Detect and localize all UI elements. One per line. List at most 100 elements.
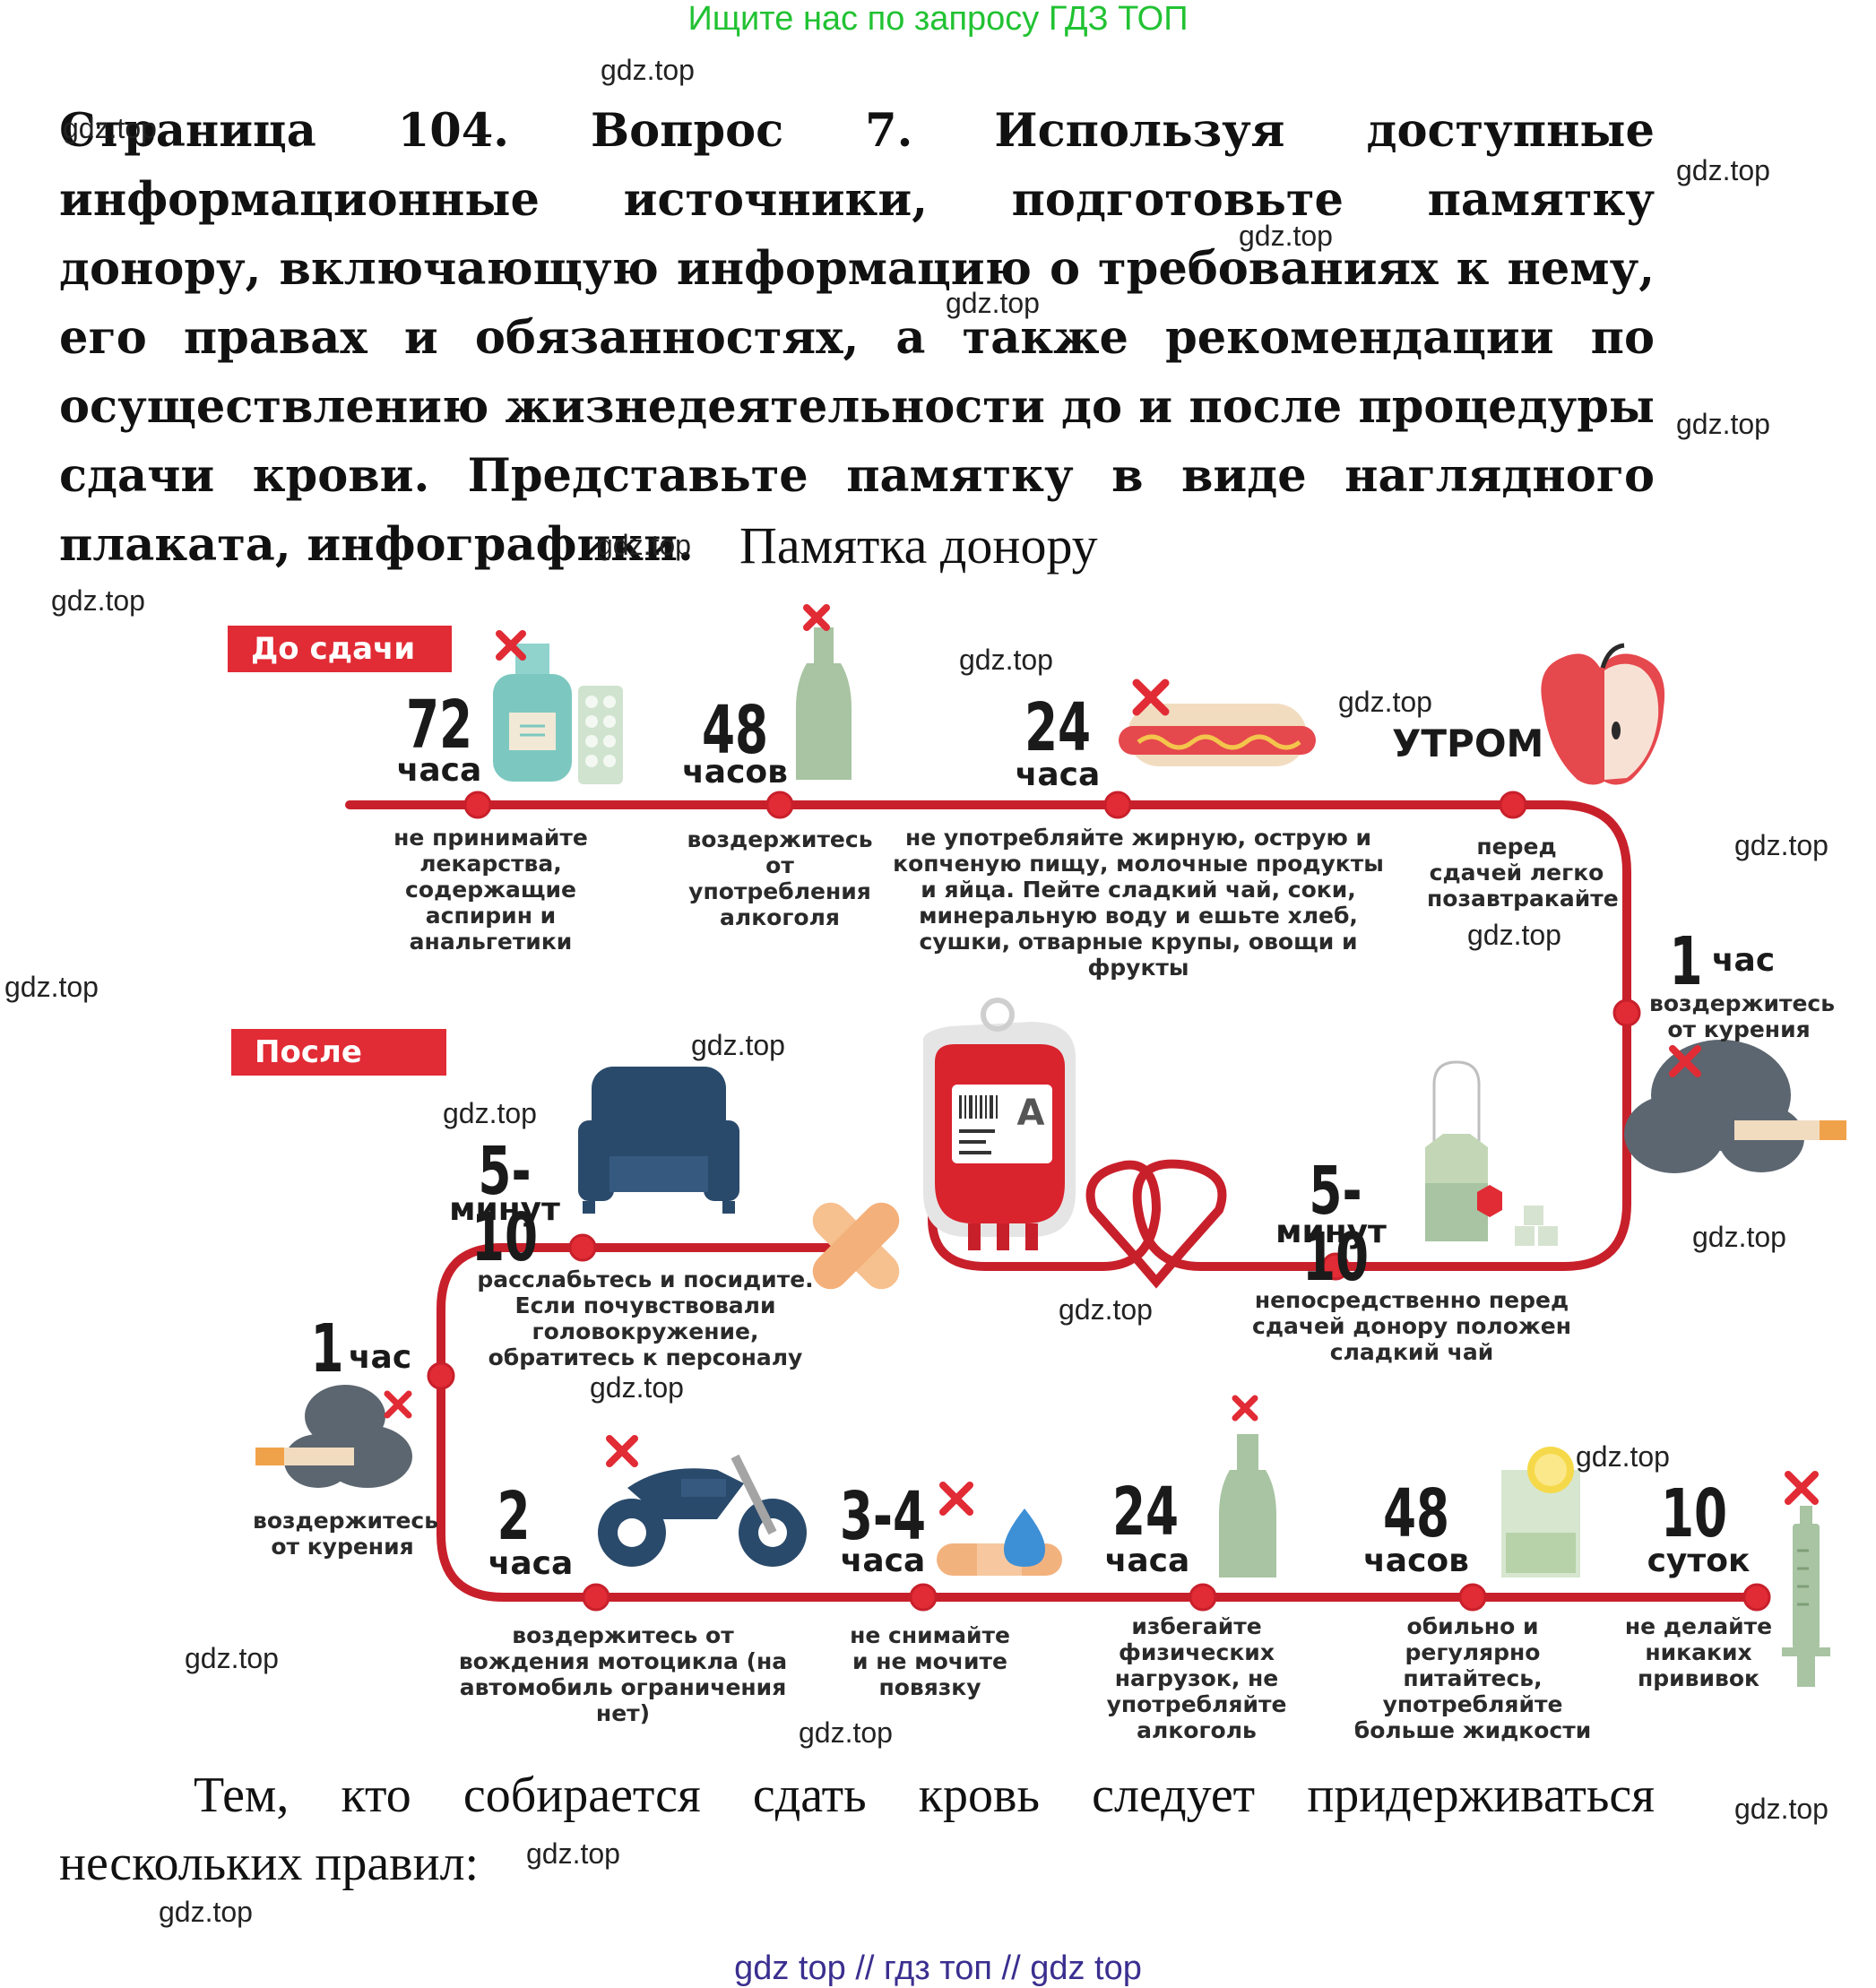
- footer-links[interactable]: gdz top // гдз топ // gdz top: [734, 1949, 1142, 1987]
- watermark: gdz.top: [946, 287, 1040, 319]
- infographic: A: [255, 604, 1846, 1687]
- watermark: gdz.top: [443, 1097, 537, 1129]
- watermark: gdz.top: [1239, 220, 1333, 252]
- step-24h-unit: часа: [1015, 756, 1101, 793]
- watermark: gdz.top: [691, 1029, 785, 1061]
- dot-5-10m: [1321, 1252, 1350, 1281]
- cross-icon: [1669, 1045, 1701, 1077]
- watermark: gdz.top: [1734, 1793, 1828, 1825]
- step-after-24h-desc: избегайте физических нагрузок, не употре…: [1106, 1613, 1287, 1743]
- watermark: gdz.top: [601, 54, 695, 86]
- dot-after-10d: [1742, 1583, 1771, 1612]
- blood-group-letter: A: [1017, 1093, 1045, 1134]
- glass-lemon-icon: [1501, 1447, 1580, 1577]
- step-after-1h-desc: воздержитесь от курения: [253, 1508, 439, 1560]
- step-after-2h-number: 2: [497, 1478, 531, 1555]
- armchair-icon: [578, 1067, 739, 1214]
- step-48h-number: 48: [701, 692, 769, 769]
- step-after-24h-number: 24: [1111, 1474, 1180, 1551]
- dot-24h: [1103, 791, 1132, 819]
- step-48h-unit: часов: [682, 754, 788, 791]
- watermark: gdz.top: [51, 584, 145, 617]
- poster-title: Памятка донору: [739, 516, 1098, 575]
- watermark: gdz.top: [1576, 1440, 1670, 1473]
- step-72h-unit: часа: [396, 752, 482, 789]
- step-before-5-10m-desc: непосредственно перед сдачей донору поло…: [1252, 1287, 1571, 1365]
- paragraph-text: Тем, кто собирается сдать кровь следует …: [59, 1768, 1655, 1891]
- step-before-1h-number: 1: [1669, 923, 1703, 1000]
- watermark: gdz.top: [1338, 686, 1432, 718]
- dot-after-5-10m: [568, 1233, 597, 1262]
- step-72h-number: 72: [405, 687, 473, 764]
- step-before-1h-desc: воздержитесь от курения: [1649, 990, 1836, 1042]
- step-after-48h-number: 48: [1382, 1475, 1450, 1552]
- timeline-road-after: [437, 1243, 1766, 1602]
- pill-blister-icon: [578, 686, 623, 784]
- step-before-1h-unit: час: [1711, 942, 1776, 979]
- cross-icon: [1785, 1471, 1819, 1505]
- watermark: gdz.top: [1734, 829, 1828, 861]
- cross-icon: [606, 1435, 638, 1467]
- step-before-5-10m-unit: минут: [1275, 1214, 1387, 1250]
- step-after-2h-desc: воздержитесь от вождения мотоцикла (на а…: [458, 1622, 788, 1726]
- dot-1h: [1612, 998, 1641, 1027]
- hot-dog-icon: [1119, 704, 1316, 766]
- water-drop-icon: [1004, 1508, 1045, 1567]
- watermark: gdz.top: [159, 1896, 253, 1928]
- step-after-3-4h-desc: не снимайте и не мочите повязку: [850, 1622, 1010, 1700]
- cross-icon: [803, 604, 830, 631]
- dot-48h: [765, 791, 794, 819]
- step-after-1h-unit: час: [348, 1339, 412, 1376]
- step-after-2h-unit: часа: [488, 1545, 574, 1582]
- watermark: gdz.top: [959, 644, 1053, 676]
- step-24h-number: 24: [1024, 689, 1092, 766]
- cross-icon: [496, 630, 526, 661]
- top-banner[interactable]: Ищите нас по запросу ГДЗ ТОП: [687, 0, 1189, 38]
- watermark: gdz.top: [1059, 1293, 1153, 1326]
- step-48h-desc: воздержитесь от употребления алкоголя: [687, 826, 873, 930]
- step-after-24h-unit: часа: [1104, 1543, 1190, 1579]
- dot-after-2h: [582, 1583, 610, 1612]
- watermark: gdz.top: [799, 1716, 893, 1749]
- step-after-48h-desc: обильно и регулярно питайтесь, употребля…: [1353, 1613, 1592, 1743]
- watermark: gdz.top: [185, 1642, 279, 1674]
- step-72h-desc: не принимайте лекарства, содержащие аспи…: [393, 825, 588, 955]
- dot-morning: [1499, 791, 1527, 819]
- task-text: Страница 104. Вопрос 7. Используя доступ…: [59, 104, 1655, 572]
- section-before-label: До сдачи: [228, 626, 452, 672]
- tea-bag-icon: [1425, 1060, 1558, 1246]
- step-after-3-4h-unit: часа: [840, 1543, 926, 1579]
- step-morning-desc: перед сдачей легко позавтракайте: [1427, 834, 1619, 912]
- smoke-cigarette-icon: [1624, 1040, 1846, 1173]
- watermark: gdz.top: [1676, 408, 1770, 440]
- step-after-10d-desc: не делайте никаких прививок: [1624, 1613, 1773, 1691]
- dot-72h: [463, 791, 492, 819]
- watermark: gdz.top: [597, 529, 691, 561]
- section-after-label: После сдачи: [231, 1029, 446, 1117]
- dot-after-1h: [427, 1361, 455, 1390]
- step-after-1h-number: 1: [310, 1310, 344, 1387]
- step-after-10d-number: 10: [1660, 1475, 1728, 1552]
- dot-after-3-4h: [909, 1583, 938, 1612]
- bandage-cross-icon: [812, 1202, 900, 1290]
- watermark: gdz.top: [63, 112, 157, 144]
- apple-icon: [1541, 643, 1665, 785]
- step-after-5-10m-unit: минут: [449, 1191, 560, 1228]
- watermark: gdz.top: [526, 1837, 620, 1870]
- bottle-icon: [796, 627, 852, 780]
- step-after-3-4h-number: 3-4: [839, 1478, 927, 1555]
- cross-icon: [1232, 1395, 1258, 1422]
- step-after-5-10m-desc: расслабьтесь и посидите. Если почувствов…: [477, 1266, 814, 1370]
- blood-bag-icon: A: [923, 998, 1076, 1250]
- step-24h-desc: не употребляйте жирную, острую и копчену…: [893, 825, 1384, 981]
- watermark: gdz.top: [1467, 919, 1561, 951]
- step-after-48h-unit: часов: [1363, 1543, 1469, 1579]
- watermark: gdz.top: [1676, 154, 1770, 186]
- step-morning-word: УТРОМ: [1392, 722, 1544, 765]
- watermark: gdz.top: [4, 971, 99, 1003]
- dot-after-48h: [1458, 1583, 1487, 1612]
- dot-after-24h: [1189, 1583, 1217, 1612]
- cross-icon: [1132, 679, 1170, 716]
- watermark: gdz.top: [1692, 1221, 1786, 1253]
- step-before-5-10m-number: 5-10: [1301, 1153, 1370, 1296]
